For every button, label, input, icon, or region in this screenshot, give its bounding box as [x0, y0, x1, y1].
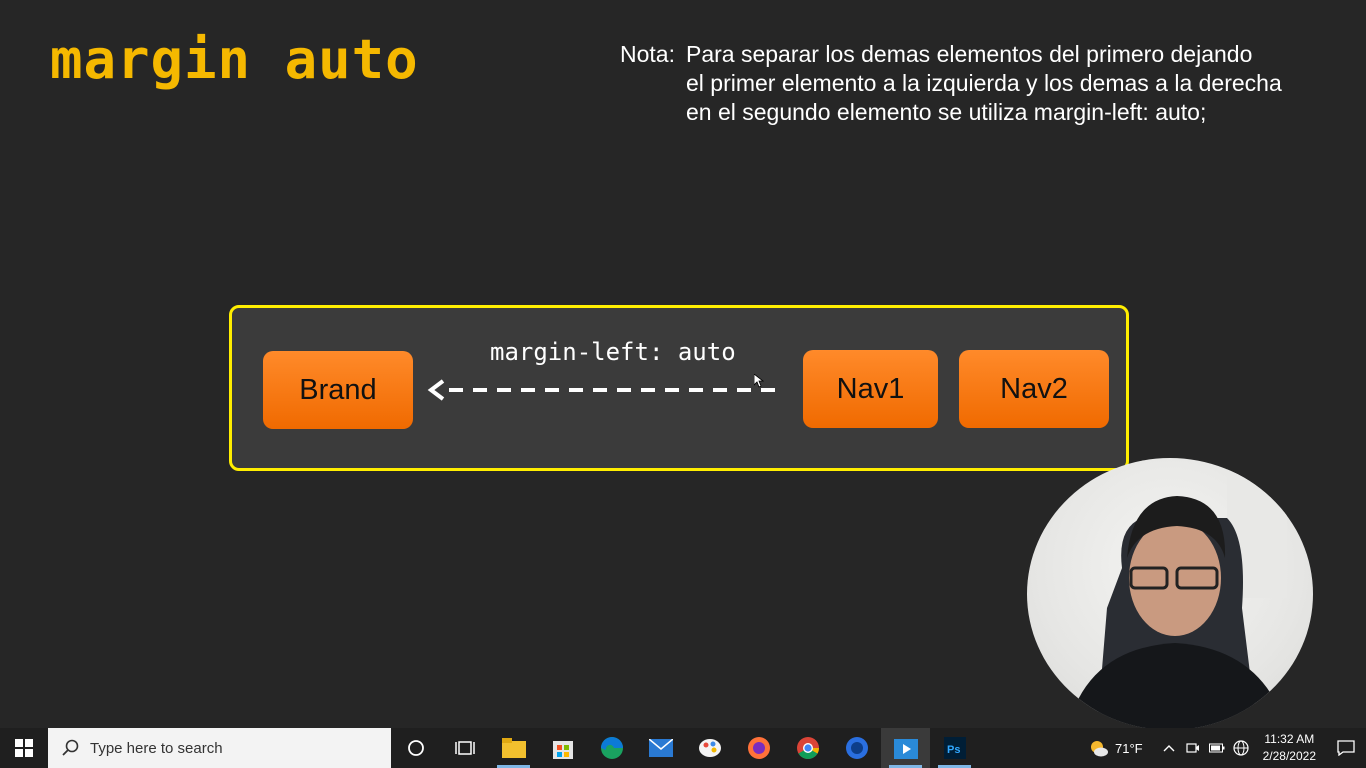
taskbar-app-edge[interactable]: [587, 728, 636, 768]
dashed-arrow-icon: [427, 379, 782, 401]
nav2-box: Nav2: [959, 350, 1109, 428]
note-line-3: en el segundo elemento se utiliza margin…: [686, 99, 1207, 125]
store-icon: [552, 741, 573, 759]
photoshop-icon: Ps: [943, 737, 966, 759]
clock-time: 11:32 AM: [1264, 732, 1315, 746]
taskbar-app-paint3d[interactable]: [685, 728, 734, 768]
nav1-box: Nav1: [803, 350, 938, 428]
video-player-icon: [893, 739, 918, 759]
taskbar-app-firefox[interactable]: [734, 728, 783, 768]
chrome-icon: [796, 737, 819, 759]
folder-icon: [501, 738, 526, 758]
clock-date: 2/28/2022: [1262, 749, 1316, 763]
navbar-demo: Brand margin-left: auto Nav1 Nav2: [229, 305, 1129, 471]
notification-icon: [1337, 740, 1355, 756]
margin-left-label: margin-left: auto: [490, 338, 736, 366]
start-button[interactable]: [0, 728, 48, 768]
presenter-image: [1067, 458, 1287, 730]
search-placeholder: Type here to search: [90, 739, 223, 757]
edge-icon: [600, 737, 623, 759]
weather-temperature: 71°F: [1115, 740, 1143, 756]
cortana-button[interactable]: [391, 728, 440, 768]
slide-title: margin auto: [50, 28, 419, 91]
chevron-up-icon: [1163, 745, 1175, 752]
taskbar-app-video[interactable]: [881, 728, 930, 768]
network-button[interactable]: [1229, 728, 1253, 768]
camera-icon: [1186, 743, 1199, 753]
battery-button[interactable]: [1205, 728, 1229, 768]
show-hidden-icons-button[interactable]: [1157, 728, 1181, 768]
cortana-icon: [407, 740, 424, 756]
notifications-button[interactable]: [1326, 728, 1366, 768]
svg-text:Ps: Ps: [947, 744, 960, 756]
taskbar-app-store[interactable]: [538, 728, 587, 768]
slide: margin auto Nota: Para separar los demas…: [50, 28, 1313, 730]
taskbar-app-file-explorer[interactable]: [489, 728, 538, 768]
mouse-cursor-icon: [754, 374, 764, 388]
sun-cloud-icon: [1091, 741, 1108, 757]
mail-icon: [648, 739, 673, 757]
taskbar-app-photoshop[interactable]: Ps: [930, 728, 979, 768]
taskbar-app-firefox-dev[interactable]: [832, 728, 881, 768]
brand-box: Brand: [263, 351, 413, 429]
weather-widget[interactable]: 71°F: [1087, 738, 1143, 758]
taskbar-app-chrome[interactable]: [783, 728, 832, 768]
firefox-developer-icon: [845, 737, 868, 759]
note-label: Nota:: [620, 41, 675, 67]
search-icon: [62, 739, 79, 756]
clock[interactable]: 11:32 AM 2/28/2022: [1263, 731, 1316, 765]
webcam-overlay: [1027, 458, 1313, 730]
system-tray: 71°F 11:32 AM 2/28/2022: [1087, 728, 1366, 768]
taskbar: Type here to search: [0, 728, 1366, 768]
paint-3d-icon: [698, 739, 721, 757]
note-line-1: Para separar los demas elementos del pri…: [686, 41, 1253, 67]
globe-icon: [1233, 740, 1249, 756]
windows-icon: [15, 739, 33, 757]
taskbar-app-mail[interactable]: [636, 728, 685, 768]
battery-icon: [1208, 743, 1225, 753]
task-view-button[interactable]: [440, 728, 489, 768]
firefox-icon: [747, 737, 770, 759]
note-line-2: el primer elemento a la izquierda y los …: [686, 70, 1282, 96]
taskbar-search[interactable]: Type here to search: [48, 728, 391, 768]
task-view-icon: [454, 741, 475, 755]
meet-now-button[interactable]: [1181, 728, 1205, 768]
